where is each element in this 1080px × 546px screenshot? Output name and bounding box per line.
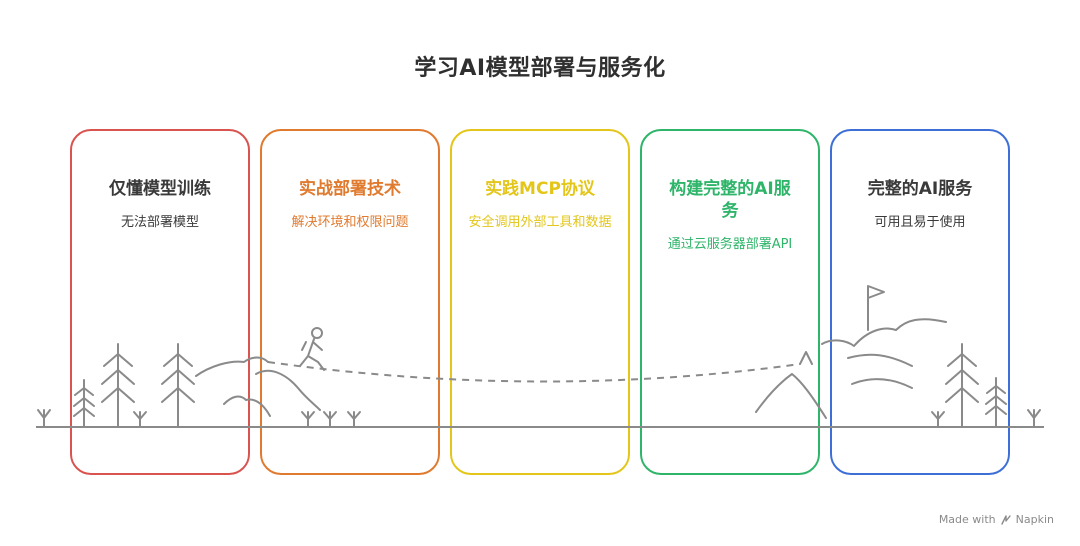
journey-path bbox=[267, 361, 801, 383]
tree-icon bbox=[985, 377, 1007, 428]
hill-icon bbox=[755, 351, 827, 419]
tree-icon bbox=[945, 343, 979, 428]
napkin-credit: Made with Napkin bbox=[939, 513, 1054, 526]
mountain-icon bbox=[821, 318, 947, 389]
stage-3-desc: 安全调用外部工具和数据 bbox=[468, 215, 612, 230]
grass-icon bbox=[37, 409, 51, 428]
stage-1-heading: 仅懂模型训练 bbox=[109, 179, 211, 199]
stage-2-heading: 实战部署技术 bbox=[299, 179, 401, 199]
grass-icon bbox=[931, 411, 945, 428]
stage-1-text: 仅懂模型训练 无法部署模型 bbox=[75, 178, 245, 231]
grass-icon bbox=[133, 411, 147, 428]
stage-5-heading: 完整的AI服务 bbox=[867, 179, 973, 199]
page-title: 学习AI模型部署与服务化 bbox=[414, 56, 666, 81]
stage-card-2 bbox=[260, 129, 440, 475]
stage-card-5 bbox=[830, 129, 1010, 475]
tree-icon bbox=[101, 343, 135, 428]
stage-2-desc: 解决环境和权限问题 bbox=[291, 215, 409, 230]
stage-3-text: 实践MCP协议 安全调用外部工具和数据 bbox=[455, 178, 625, 231]
stage-5-desc: 可用且易于使用 bbox=[874, 215, 966, 230]
tree-icon bbox=[161, 343, 195, 428]
stage-2-text: 实战部署技术 解决环境和权限问题 bbox=[265, 178, 435, 231]
napkin-logo-icon bbox=[1000, 514, 1011, 525]
stage-3-heading: 实践MCP协议 bbox=[485, 179, 595, 199]
grass-icon bbox=[301, 411, 315, 428]
hill-icon bbox=[195, 356, 321, 417]
stage-card-1 bbox=[70, 129, 250, 475]
stage-5-text: 完整的AI服务 可用且易于使用 bbox=[835, 178, 1005, 231]
grass-icon bbox=[347, 411, 361, 428]
stage-4-text: 构建完整的AI服务 通过云服务器部署API bbox=[645, 178, 815, 253]
hiker-icon bbox=[299, 327, 325, 371]
tree-icon bbox=[73, 379, 95, 428]
made-with-label: Made with bbox=[938, 513, 996, 526]
napkin-brand: Napkin bbox=[1015, 513, 1054, 526]
grass-icon bbox=[323, 411, 337, 428]
stage-4-heading: 构建完整的AI服务 bbox=[669, 179, 791, 221]
flag-icon bbox=[867, 285, 885, 331]
stage-4-desc: 通过云服务器部署API bbox=[667, 237, 793, 252]
stage-card-3 bbox=[450, 129, 630, 475]
stage-1-desc: 无法部署模型 bbox=[120, 215, 199, 230]
stage-card-4 bbox=[640, 129, 820, 475]
grass-icon bbox=[1027, 409, 1041, 428]
